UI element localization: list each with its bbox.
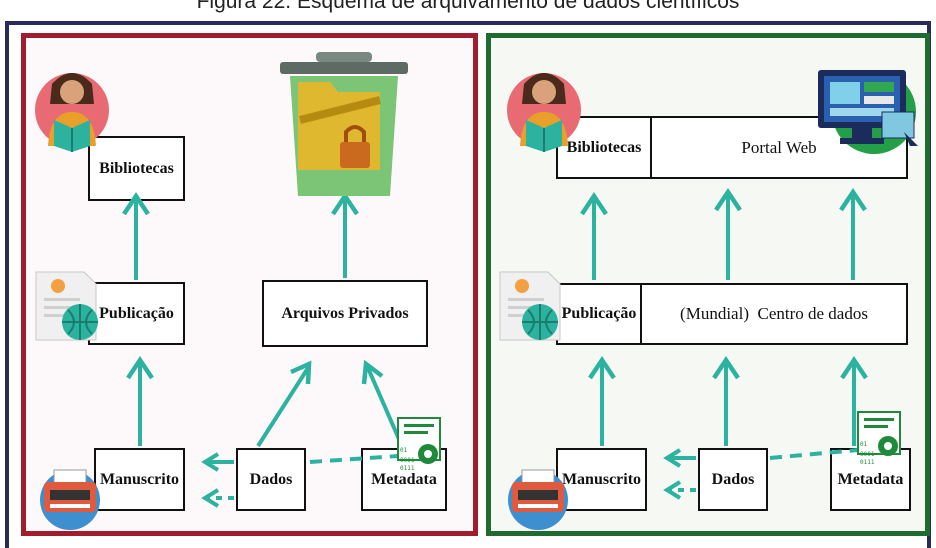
- right-box-dados: Dados: [698, 448, 768, 511]
- metadata-digit-left-1: 01: [400, 447, 408, 454]
- right-metadata-label: Metadata: [837, 470, 904, 488]
- left-arquivos-privados-label: Arquivos Privados: [281, 304, 409, 322]
- metadata-digit-right-3: 0111: [860, 459, 875, 466]
- typewriter-icon-right: [508, 469, 568, 530]
- right-arrows: [580, 187, 868, 500]
- metadata-digit-right-1: 01: [860, 441, 868, 448]
- figure-caption: Figura 22. Esquema de arquivamento de da…: [196, 0, 740, 13]
- metadata-digit-right-2: 0001: [860, 451, 875, 458]
- reader-icon-right: [507, 73, 581, 152]
- metadata-gear-icon-right: 01 0001 0111: [857, 411, 901, 466]
- arrow-metadata-dashed-r: [769, 448, 859, 460]
- folder-lock-icon: [298, 82, 381, 170]
- right-box-publicacao: Publicação: [556, 283, 642, 345]
- left-box-dados: Dados: [236, 448, 306, 511]
- left-box-manuscrito: Manuscrito: [94, 448, 185, 511]
- monitor-icon: [818, 70, 918, 154]
- document-globe-icon-right: [499, 271, 561, 341]
- right-manuscrito-label: Manuscrito: [561, 470, 642, 488]
- right-centro-dados-label: (Mundial) Centro de dados: [680, 304, 868, 323]
- metadata-gear-icon-left: 01 0001 0111: [397, 417, 441, 472]
- left-box-arquivos-privados: Arquivos Privados: [262, 280, 428, 347]
- right-publicacao-label: Publicação: [561, 305, 637, 322]
- metadata-digit-left-2: 0001: [400, 457, 415, 464]
- metadata-digit-left-3: 0111: [400, 465, 415, 472]
- trash-icon: [280, 52, 408, 196]
- left-dados-label: Dados: [249, 470, 293, 488]
- left-manuscrito-label: Manuscrito: [99, 470, 180, 488]
- document-globe-icon-left: [35, 271, 98, 341]
- reader-icon-left: [35, 73, 109, 152]
- right-bibliotecas-label: Bibliotecas: [566, 138, 642, 156]
- right-box-centro-de-dados: (Mundial) Centro de dados: [640, 283, 908, 345]
- left-metadata-label: Metadata: [371, 470, 437, 488]
- right-portal-web-label: Portal Web: [741, 137, 817, 157]
- right-box-metadata: Metadata: [830, 448, 911, 511]
- arrow-metadata-dashed: [309, 454, 399, 464]
- left-publicacao-label: Publicação: [99, 304, 174, 322]
- typewriter-icon-left: [40, 469, 100, 530]
- arrow-dados-to-arquivos: [256, 366, 310, 448]
- left-arrows: [122, 191, 404, 508]
- left-bibliotecas-label: Bibliotecas: [99, 159, 174, 177]
- right-dados-label: Dados: [711, 470, 755, 488]
- arrow-metadata-to-arquivos: [366, 367, 404, 447]
